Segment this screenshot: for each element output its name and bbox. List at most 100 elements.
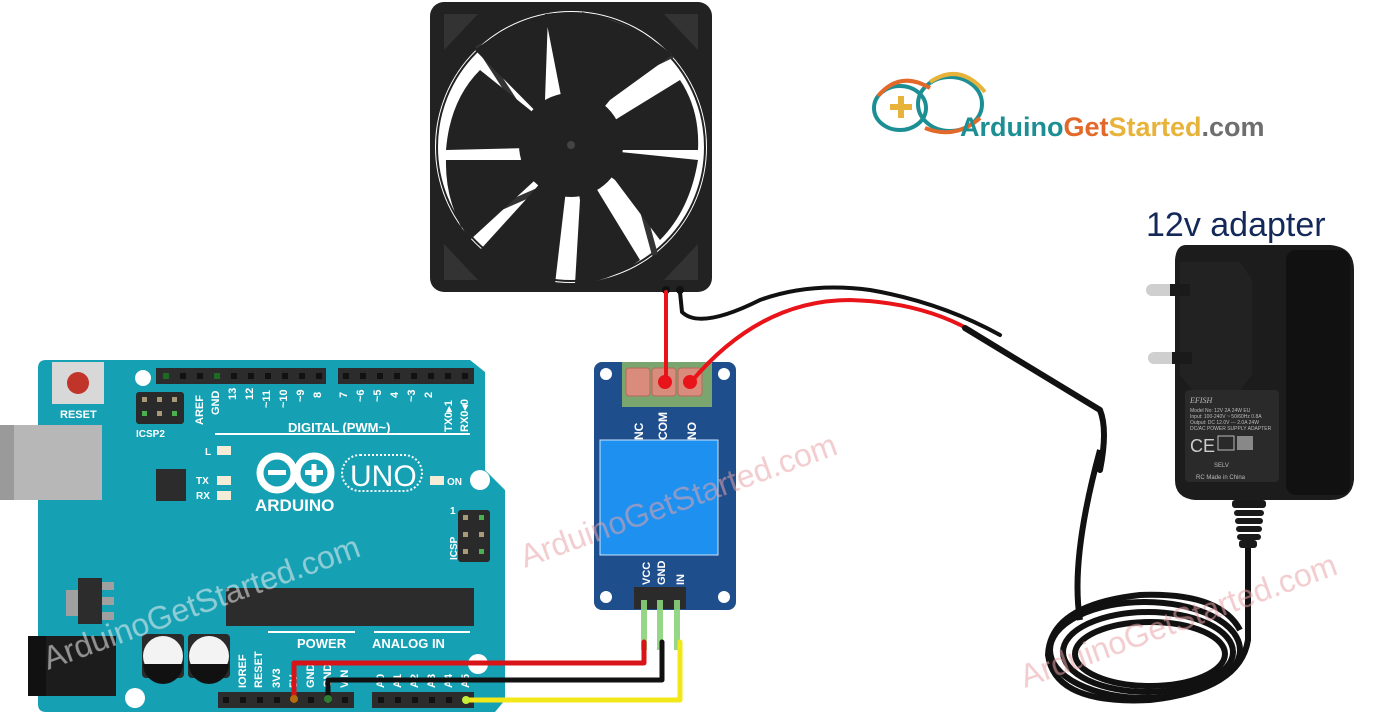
svg-text:1: 1 (450, 506, 456, 517)
header-pin (428, 373, 434, 379)
wire-gnd-to-gnd (325, 639, 665, 701)
digital-header-left (156, 368, 326, 384)
header-pin (360, 373, 366, 379)
power-label: POWER (297, 636, 347, 651)
header-pin (274, 697, 280, 703)
icsp-label: ICSP (449, 536, 460, 560)
svg-text:~11: ~11 (261, 390, 273, 408)
reset-label: RESET (60, 409, 97, 421)
header-pin (308, 697, 314, 703)
header-pin (282, 373, 288, 379)
svg-text:~9: ~9 (295, 389, 307, 402)
adapter-spec-line: Model No: 12V 2A 24W EU (1190, 408, 1251, 414)
header-pin (412, 697, 418, 703)
svg-text:L: L (205, 447, 211, 458)
svg-text:RX: RX (196, 491, 210, 502)
header-pin (257, 697, 263, 703)
power-header (218, 692, 354, 708)
header-pin (180, 373, 186, 379)
header-pin (214, 373, 220, 379)
header-pin (231, 373, 237, 379)
svg-text:ON: ON (447, 477, 462, 488)
header-pin (377, 373, 383, 379)
header-pin (462, 373, 468, 379)
svg-text:COM: COM (656, 412, 670, 440)
header-pin (395, 697, 401, 703)
svg-text:RX0◂0: RX0◂0 (459, 399, 471, 432)
header-pin (299, 373, 305, 379)
svg-text:8: 8 (312, 392, 324, 398)
header-pin (265, 373, 271, 379)
header-pin (411, 373, 417, 379)
svg-text:7: 7 (338, 392, 350, 398)
svg-text:~10: ~10 (278, 389, 290, 408)
power-pin-labels: IOREF RESET 3V3 5V GND GND VIN (237, 651, 351, 688)
svg-text:AREF: AREF (194, 395, 206, 425)
header-pin (316, 373, 322, 379)
certification-icon (1217, 435, 1235, 451)
gs-mark-icon (1237, 436, 1253, 450)
power-adapter: 12v adapter EFISH Model No: 12V 2A 24W E… (1146, 206, 1354, 548)
capacitors (142, 634, 230, 684)
icsp2-header (136, 392, 184, 424)
relay-top-pin-labels: NC COM NO (632, 412, 699, 440)
svg-text:NC: NC (632, 422, 646, 440)
svg-text:TX: TX (196, 476, 209, 487)
infinity-logo-icon (872, 72, 987, 135)
analog-in-label: ANALOG IN (372, 636, 445, 651)
header-pin (163, 373, 169, 379)
svg-text:GND: GND (656, 561, 668, 586)
svg-text:IOREF: IOREF (237, 654, 249, 688)
svg-text:IN: IN (675, 574, 687, 585)
adapter-spec-line: DC/AC POWER SUPPLY ADAPTER (1190, 426, 1272, 432)
svg-text:4: 4 (389, 391, 401, 398)
wire-5v-to-vcc (291, 639, 647, 701)
wires (290, 285, 1107, 704)
adapter-spec-line: Output: DC 12.0V --- 2.0A 24W (1190, 420, 1259, 426)
icsp2-label: ICSP2 (136, 429, 165, 440)
status-leds: L TX RX ON (196, 446, 462, 502)
svg-text:GND: GND (210, 391, 222, 416)
microcontroller-chip (226, 588, 474, 626)
svg-text:~5: ~5 (372, 389, 384, 402)
header-pin (445, 373, 451, 379)
header-pin (446, 697, 452, 703)
header-pin (378, 697, 384, 703)
uno-label: UNO (350, 460, 417, 493)
adapter-footer: RC Made in China (1196, 475, 1246, 481)
svg-text:GND: GND (305, 664, 317, 689)
header-pin (343, 373, 349, 379)
svg-text:12: 12 (244, 388, 256, 400)
wire-a5-to-in (463, 639, 683, 703)
analog-header (372, 692, 474, 708)
arduino-logo-icon (256, 452, 335, 494)
wire-no-to-adapter (689, 298, 972, 384)
site-logo: ArduinoGetStarted.com (872, 72, 1265, 142)
header-pin (197, 373, 203, 379)
relay-component (599, 439, 719, 556)
adapter-cable-coil (1044, 449, 1251, 704)
adapter-spec-line: Input: 100-240V ~ 50/60Hz 0.8A (1190, 414, 1262, 420)
svg-text:NO: NO (685, 422, 699, 440)
header-pin (394, 373, 400, 379)
digital-label: DIGITAL (PWM~) (288, 420, 390, 435)
logo-text: ArduinoGetStarted.com (960, 112, 1265, 142)
svg-text:13: 13 (227, 388, 239, 400)
svg-text:~3: ~3 (406, 389, 418, 402)
arduino-label: ARDUINO (255, 496, 334, 515)
adapter-caption: 12v adapter (1146, 206, 1326, 244)
icsp-header (458, 510, 490, 562)
voltage-regulator (78, 578, 102, 624)
adapter-brand: EFISH (1189, 396, 1213, 405)
header-pin (342, 697, 348, 703)
header-pin (223, 697, 229, 703)
usb-chip (156, 469, 186, 501)
svg-text:RESET: RESET (253, 651, 265, 688)
arduino-uno: RESET ICSP2 DIGITAL (PWM~) AREF GND 13 1… (0, 360, 505, 712)
header-pin (240, 697, 246, 703)
header-pin (429, 697, 435, 703)
svg-text:2: 2 (423, 392, 435, 398)
fan (430, 2, 712, 294)
svg-text:VCC: VCC (641, 562, 653, 585)
digital-header-right (338, 368, 474, 384)
